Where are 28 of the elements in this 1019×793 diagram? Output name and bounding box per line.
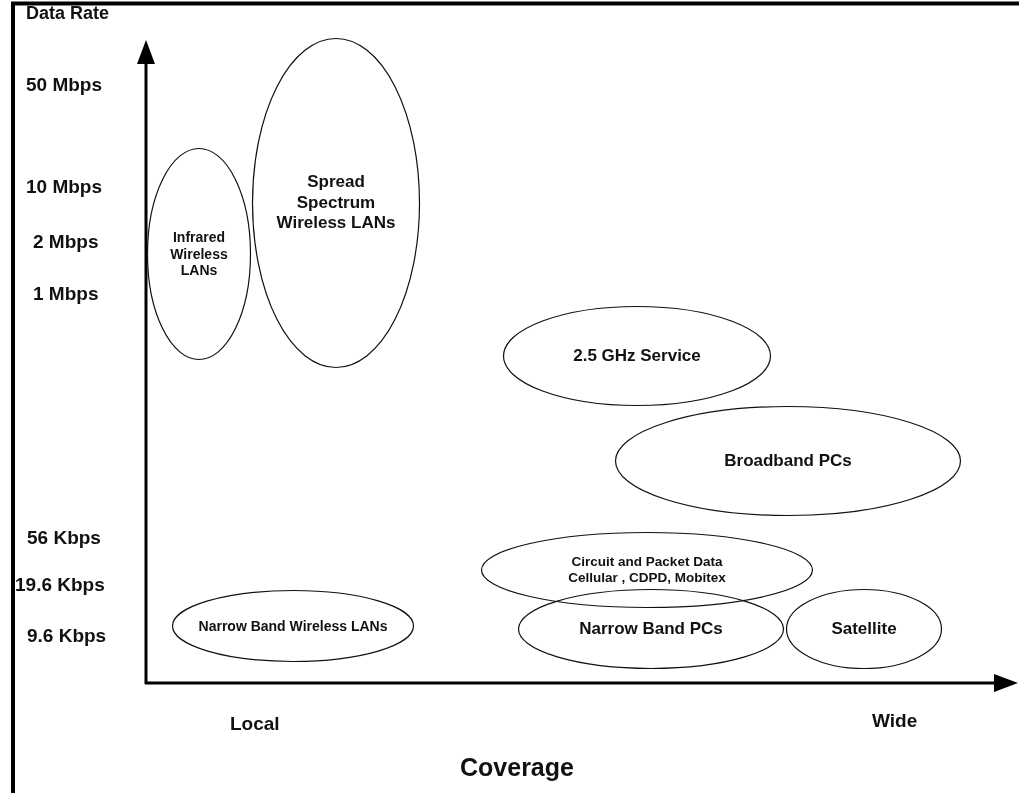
ellipse-region (615, 406, 961, 516)
ellipse-region (503, 306, 771, 406)
axis-title: Data Rate (26, 3, 110, 24)
tick-label: 56 Kbps (27, 527, 101, 549)
ellipse-region (481, 532, 813, 608)
axis-title: Coverage (460, 753, 574, 782)
ellipse-region (518, 589, 784, 669)
region-label: Spread Spectrum Wireless LANs (275, 172, 397, 234)
tick-label: 10 Mbps (26, 176, 103, 198)
ellipse-region (786, 589, 942, 669)
tick-label: 2 Mbps (33, 231, 99, 253)
tick-label: 1 Mbps (33, 283, 99, 305)
region-label: Cellular , CDPD, Mobitex (568, 570, 726, 587)
region-label: Circuit and Packet Data (571, 553, 723, 570)
tick-label: 9.6 Kbps (27, 625, 107, 647)
ellipse-region (147, 148, 251, 360)
axis-endpoint-label: Wide (872, 710, 918, 732)
axis-endpoint-label: Local (230, 713, 280, 735)
region-label: Broadband PCs (724, 450, 852, 472)
region-label: Satellite (831, 618, 897, 640)
region-label: Narrow Band PCs (579, 618, 723, 640)
region-label: 2.5 GHz Service (573, 345, 701, 367)
ellipse-region (172, 590, 414, 662)
ellipse-region (252, 38, 420, 368)
region-label: Narrow Band Wireless LANs (198, 617, 388, 635)
tick-label: 50 Mbps (26, 74, 103, 96)
tick-label: 19.6 Kbps (15, 574, 105, 596)
region-label: Infrared Wireless LANs (169, 228, 229, 280)
